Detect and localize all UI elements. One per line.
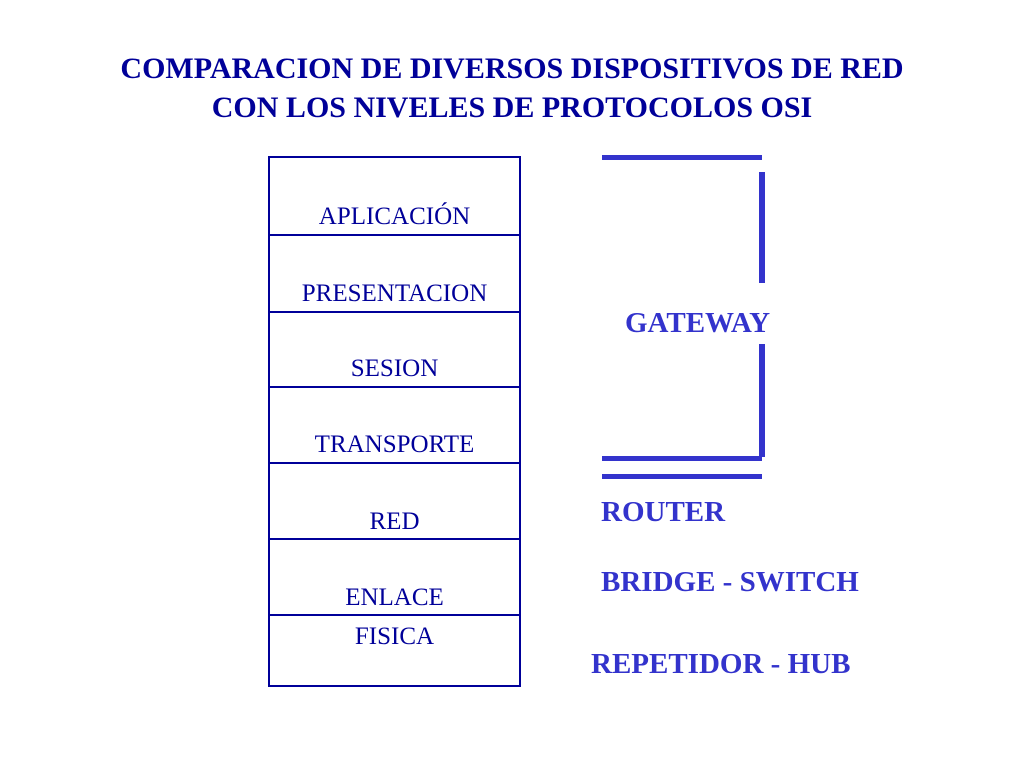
gateway-bracket-bottom bbox=[602, 456, 762, 461]
osi-layer-fisica: FISICA bbox=[354, 623, 435, 650]
layer-divider bbox=[270, 538, 519, 540]
osi-layer-stack: APLICACIÓN PRESENTACION SESION TRANSPORT… bbox=[268, 156, 521, 687]
layer-divider bbox=[270, 462, 519, 464]
osi-layer-aplicacion: APLICACIÓN bbox=[318, 203, 471, 230]
gateway-bracket-top bbox=[602, 155, 762, 160]
device-label-repetidor-hub: REPETIDOR - HUB bbox=[591, 648, 851, 680]
osi-layer-enlace: ENLACE bbox=[345, 584, 444, 611]
osi-layer-presentacion: PRESENTACION bbox=[301, 280, 488, 307]
gateway-bracket-upper-vertical bbox=[759, 172, 765, 283]
device-label-router: ROUTER bbox=[601, 496, 726, 528]
title-line-2: CON LOS NIVELES DE PROTOCOLOS OSI bbox=[211, 91, 813, 124]
title-line-1: COMPARACION DE DIVERSOS DISPOSITIVOS DE … bbox=[120, 52, 904, 85]
gateway-bracket-lower-vertical bbox=[759, 344, 765, 457]
layer-divider bbox=[270, 311, 519, 313]
router-top-line bbox=[602, 474, 762, 479]
osi-layer-red: RED bbox=[369, 508, 420, 535]
layer-divider bbox=[270, 614, 519, 616]
layer-divider bbox=[270, 386, 519, 388]
osi-layer-transporte: TRANSPORTE bbox=[314, 431, 475, 458]
device-label-bridge-switch: BRIDGE - SWITCH bbox=[601, 566, 859, 598]
osi-layer-sesion: SESION bbox=[350, 355, 439, 382]
device-label-gateway: GATEWAY bbox=[625, 307, 771, 339]
layer-divider bbox=[270, 234, 519, 236]
